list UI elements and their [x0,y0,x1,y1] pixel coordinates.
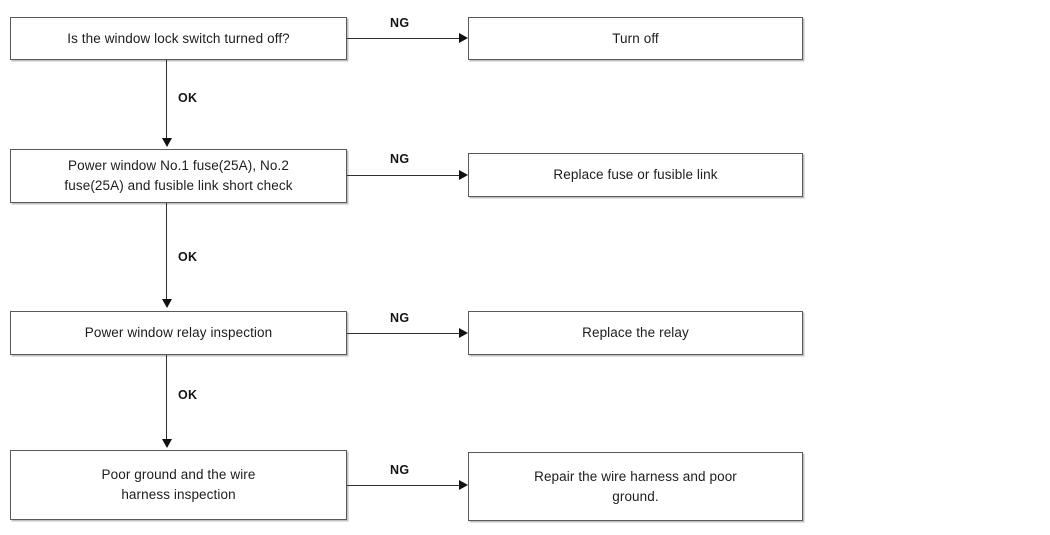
action-node-3-label: Replace the relay [582,325,689,341]
ng-label-1: NG [390,16,410,30]
action-node-4-label: Repair the wire harness and poor ground. [534,468,737,504]
ng-connector-3 [347,333,460,334]
ng-connector-2 [347,175,460,176]
ok-label-2: OK [178,250,198,264]
check-node-1[interactable]: Is the window lock switch turned off? [10,17,347,60]
action-node-4[interactable]: Repair the wire harness and poor ground. [468,452,803,521]
ng-connector-1 [347,38,460,39]
action-node-3[interactable]: Replace the relay [468,311,803,355]
ng-label-2: NG [390,152,410,166]
action-node-2-label: Replace fuse or fusible link [553,167,718,183]
check-node-3[interactable]: Power window relay inspection [10,311,347,355]
ng-label-3: NG [390,311,410,325]
ok-connector-2 [166,203,167,301]
ok-connector-1 [166,60,167,140]
ng-arrowhead-4 [459,480,468,490]
ok-connector-3 [166,355,167,441]
check-node-4-label: Poor ground and the wire harness inspect… [101,467,256,502]
ok-label-3: OK [178,388,198,402]
ng-label-4: NG [390,463,410,477]
ok-arrowhead-3 [162,439,172,448]
ok-arrowhead-2 [162,299,172,308]
action-node-1-label: Turn off [612,30,659,46]
check-node-2-label: Power window No.1 fuse(25A), No.2 fuse(2… [64,158,293,193]
check-node-4[interactable]: Poor ground and the wire harness inspect… [10,450,347,520]
ok-arrowhead-1 [162,138,172,147]
check-node-2[interactable]: Power window No.1 fuse(25A), No.2 fuse(2… [10,149,347,203]
ng-connector-4 [347,485,460,486]
action-node-1[interactable]: Turn off [468,17,803,60]
ng-arrowhead-3 [459,328,468,338]
ng-arrowhead-2 [459,170,468,180]
check-node-1-label: Is the window lock switch turned off? [67,30,290,46]
check-node-3-label: Power window relay inspection [84,325,273,341]
action-node-2[interactable]: Replace fuse or fusible link [468,153,803,197]
ok-label-1: OK [178,91,198,105]
ng-arrowhead-1 [459,33,468,43]
